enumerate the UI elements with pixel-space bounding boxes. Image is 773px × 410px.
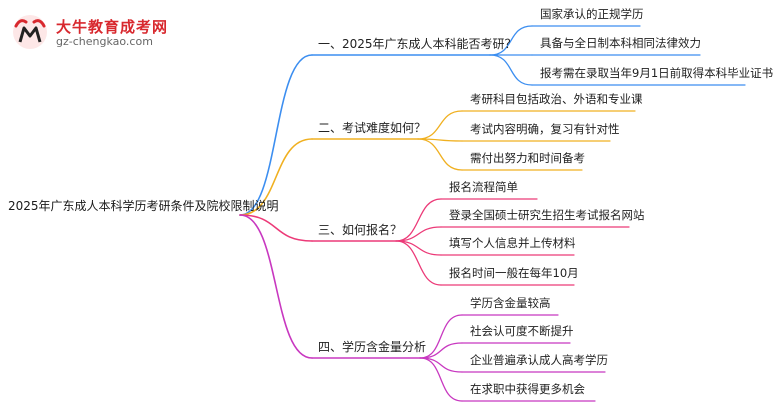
branch-connector bbox=[239, 54, 313, 216]
leaf-node-1-3[interactable]: 报考需在录取当年9月1日前取得本科毕业证书 bbox=[540, 66, 773, 80]
leaf-connector bbox=[395, 240, 442, 256]
leaf-connector bbox=[395, 240, 442, 286]
leaf-node-4-1[interactable]: 学历含金量较高 bbox=[470, 296, 551, 310]
leaf-node-3-3[interactable]: 填写个人信息并上传材料 bbox=[449, 236, 576, 250]
leaf-node-4-4[interactable]: 在求职中获得更多机会 bbox=[470, 382, 585, 396]
branch-node-4[interactable]: 四、学历含金量分析 bbox=[318, 340, 427, 354]
branch-node-1[interactable]: 一、2025年广东成人本科能否考研？ bbox=[318, 37, 517, 51]
leaf-node-2-1[interactable]: 考研科目包括政治、外语和专业课 bbox=[470, 92, 643, 106]
leaf-node-2-3[interactable]: 需付出努力和时间备考 bbox=[470, 151, 585, 165]
leaf-connector bbox=[417, 110, 463, 140]
bull-logo-icon bbox=[13, 15, 47, 49]
branch-connector bbox=[239, 214, 313, 242]
leaf-connector bbox=[417, 138, 463, 171]
leaf-connector bbox=[419, 314, 463, 359]
leaf-node-3-2[interactable]: 登录全国硕士研究生招生考试报名网站 bbox=[449, 208, 645, 222]
branch-node-3[interactable]: 三、如何报名？ bbox=[318, 223, 403, 237]
root-node[interactable]: 2025年广东成人本科学历考研条件及院校限制说明 bbox=[8, 199, 279, 213]
leaf-node-1-1[interactable]: 国家承认的正规学历 bbox=[540, 7, 644, 21]
logo-url: gz-chengkao.com bbox=[56, 35, 153, 48]
site-logo[interactable]: 大牛教育成考网 gz-chengkao.com bbox=[8, 12, 198, 52]
branch-connector bbox=[239, 138, 313, 216]
mindmap-connectors bbox=[239, 25, 746, 402]
leaf-node-4-2[interactable]: 社会认可度不断提升 bbox=[470, 324, 574, 338]
leaf-node-4-3[interactable]: 企业普遍承认成人高考学历 bbox=[470, 353, 608, 367]
leaf-node-3-4[interactable]: 报名时间一般在每年10月 bbox=[449, 266, 579, 280]
leaf-connector bbox=[489, 54, 533, 86]
leaf-connector bbox=[419, 342, 463, 359]
leaf-connector bbox=[419, 357, 463, 402]
leaf-node-3-1[interactable]: 报名流程简单 bbox=[449, 180, 518, 194]
leaf-connector bbox=[489, 25, 533, 56]
leaf-node-2-2[interactable]: 考试内容明确，复习有针对性 bbox=[470, 122, 620, 136]
leaf-connector bbox=[395, 226, 442, 242]
leaf-connector bbox=[419, 357, 463, 373]
branch-node-2[interactable]: 二、考试难度如何？ bbox=[318, 121, 427, 135]
branch-connector bbox=[239, 214, 313, 359]
logo-title: 大牛教育成考网 bbox=[56, 18, 169, 36]
leaf-connector bbox=[395, 198, 442, 242]
leaf-node-1-2[interactable]: 具备与全日制本科相同法律效力 bbox=[540, 36, 701, 50]
